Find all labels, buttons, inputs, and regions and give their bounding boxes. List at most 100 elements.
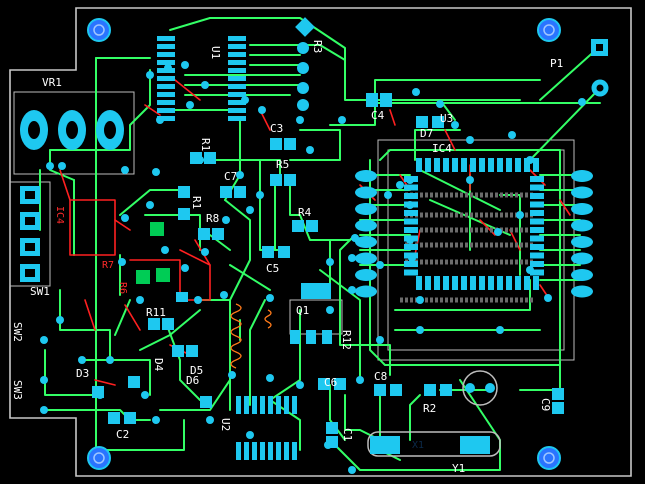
via xyxy=(186,101,194,109)
via xyxy=(256,191,264,199)
smd-pad xyxy=(318,378,330,390)
mounting-hole-bottom-right xyxy=(537,446,561,470)
u2-pad xyxy=(268,396,273,414)
qfp-pad xyxy=(479,276,485,290)
via xyxy=(578,98,586,106)
u1-pad xyxy=(228,84,246,89)
via xyxy=(376,336,384,344)
smd-pad xyxy=(124,412,136,424)
qfp-pad xyxy=(434,276,440,290)
qfp-pad xyxy=(479,158,485,172)
header-pad-right xyxy=(571,269,593,281)
via xyxy=(206,416,214,424)
via xyxy=(384,191,392,199)
smd-pad xyxy=(162,318,174,330)
smd-pad xyxy=(204,152,216,164)
smd-pad xyxy=(374,384,386,396)
qfp-pad xyxy=(530,210,544,216)
via xyxy=(526,266,534,274)
qfp-pad xyxy=(470,276,476,290)
qfp-pad xyxy=(404,218,418,225)
via xyxy=(326,258,334,266)
smd-pad xyxy=(176,292,188,302)
u1-pad xyxy=(228,76,246,81)
header-pad-left xyxy=(355,269,377,281)
qfp-pad xyxy=(452,158,458,172)
u1-pad xyxy=(228,108,246,113)
qfp-pad xyxy=(404,269,418,276)
u2-pad xyxy=(252,396,257,414)
header-pad-right xyxy=(571,285,593,298)
header-pad-right xyxy=(571,219,593,232)
board-outline xyxy=(9,7,632,477)
via xyxy=(348,466,356,474)
via xyxy=(296,381,304,389)
u1-pad xyxy=(228,60,246,65)
u1-pad xyxy=(228,116,246,121)
via xyxy=(121,166,129,174)
u2-pad xyxy=(276,396,281,414)
smd-pad xyxy=(306,330,316,344)
via xyxy=(466,136,474,144)
vr1-pads xyxy=(20,110,124,150)
via xyxy=(146,71,154,79)
qfp-pad xyxy=(530,176,544,182)
via xyxy=(266,294,274,302)
via xyxy=(152,168,160,176)
via xyxy=(121,214,129,222)
u2-pad xyxy=(292,396,297,414)
u1-pad xyxy=(157,92,175,97)
via xyxy=(181,264,189,272)
qfp-pad xyxy=(530,218,544,225)
via xyxy=(181,61,189,69)
via xyxy=(40,406,48,414)
u2-pad xyxy=(236,396,241,414)
qfp-pad xyxy=(425,158,431,172)
label-d6: D6 xyxy=(186,374,199,387)
via xyxy=(258,106,266,114)
via xyxy=(136,296,144,304)
u1-pad xyxy=(157,116,175,121)
smd-pad xyxy=(270,138,282,150)
label-p1: P1 xyxy=(550,57,563,70)
smd-pad xyxy=(416,116,428,128)
u1-pad xyxy=(228,52,246,57)
u2-pad xyxy=(284,442,289,460)
smd-pad xyxy=(552,402,564,414)
label-r11: R11 xyxy=(146,306,166,319)
smd-pad xyxy=(552,388,564,400)
via xyxy=(416,326,424,334)
via xyxy=(146,201,154,209)
label-r7: R7 xyxy=(102,260,114,271)
qfp-pad xyxy=(470,158,476,172)
header-pad-left xyxy=(355,203,377,215)
via xyxy=(201,81,209,89)
qfp-pad xyxy=(506,276,512,290)
p1-pads xyxy=(591,39,609,97)
via xyxy=(416,296,424,304)
via xyxy=(246,206,254,214)
header-pad-left xyxy=(355,186,377,199)
header-pad-right xyxy=(571,186,593,199)
via xyxy=(156,116,164,124)
smd-pad xyxy=(432,116,444,128)
via xyxy=(78,356,86,364)
via xyxy=(412,88,420,96)
smd-pad-alt xyxy=(136,270,150,284)
u2-pad xyxy=(260,442,265,460)
label-c5: C5 xyxy=(266,262,279,275)
u1-pad xyxy=(157,108,175,113)
via xyxy=(338,116,346,124)
label-r1b: R1 xyxy=(190,196,203,209)
via xyxy=(526,156,534,164)
u2-pad xyxy=(260,396,265,414)
via xyxy=(296,116,304,124)
label-y1: Y1 xyxy=(452,462,465,475)
smd-pad xyxy=(220,186,232,198)
smd-pad xyxy=(284,138,296,150)
smd-pad xyxy=(178,208,190,220)
qfp-pad xyxy=(461,276,467,290)
via xyxy=(118,258,126,266)
smd-pad xyxy=(186,345,198,357)
oval-header-pads xyxy=(355,170,593,298)
